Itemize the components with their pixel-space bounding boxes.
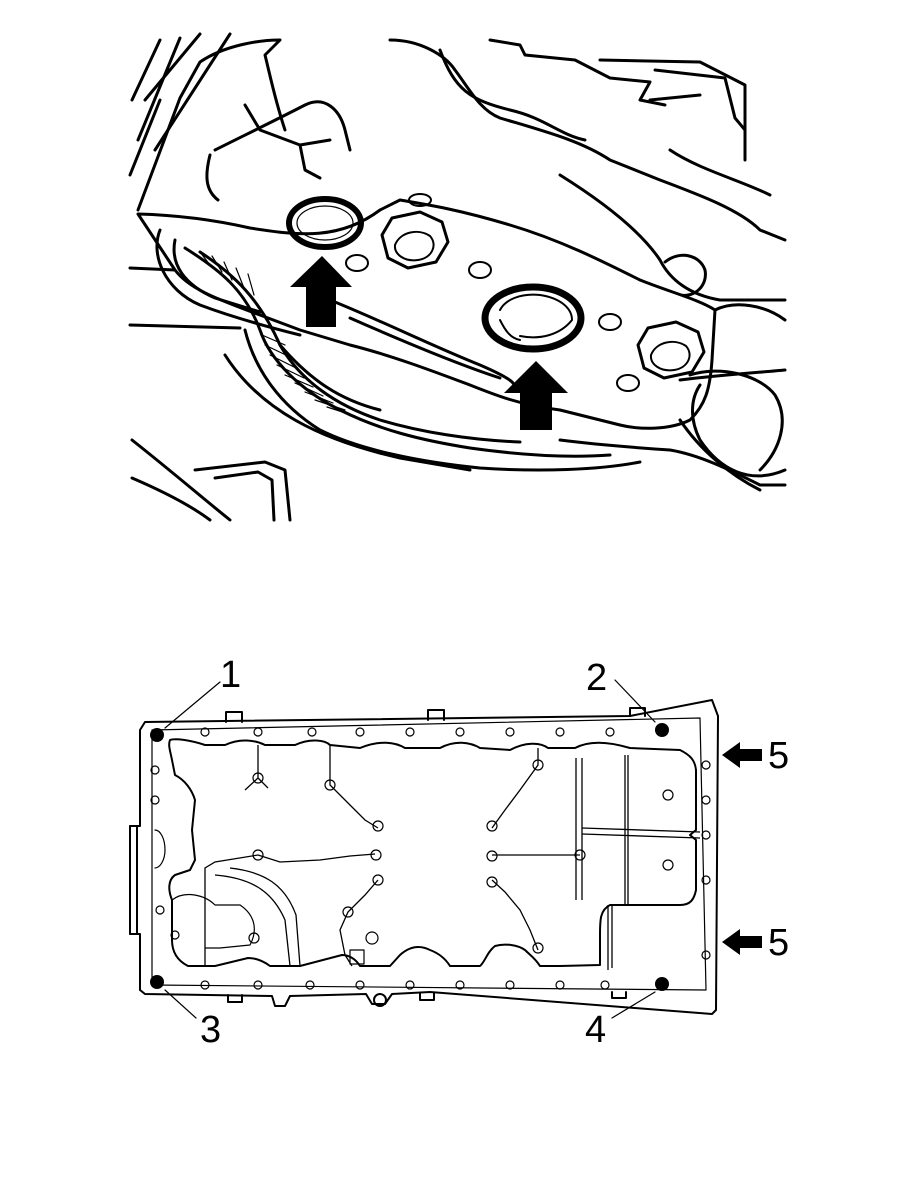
corner-bolt-3 xyxy=(150,975,164,989)
interior-bosses xyxy=(154,759,674,965)
top-illustration-engine-detail xyxy=(128,32,787,522)
arrow-icon-lower xyxy=(504,361,568,430)
callout-5-upper: 5 xyxy=(768,735,789,777)
bolt-lower xyxy=(636,320,706,380)
pan-ribs xyxy=(204,745,701,970)
arrow-icon-upper xyxy=(290,256,352,327)
corner-bolt-2 xyxy=(655,723,669,737)
callout-5-lower: 5 xyxy=(768,922,789,964)
pulley-ribs xyxy=(199,251,356,417)
arrow-icon-callout-5-upper xyxy=(722,742,762,768)
corner-bolt-1 xyxy=(150,728,164,742)
perimeter-bolt-holes xyxy=(150,727,711,990)
arrow-icon-callout-5-lower xyxy=(722,929,762,955)
corner-bolt-4 xyxy=(655,977,669,991)
callout-3: 3 xyxy=(200,1009,221,1051)
seal-ring-upper-left xyxy=(286,196,364,250)
bottom-illustration-oil-pan: 1 2 3 4 5 5 xyxy=(129,654,789,1051)
callout-2: 2 xyxy=(586,657,607,699)
seal-ring-lower-right xyxy=(481,283,585,353)
callout-1: 1 xyxy=(220,654,241,696)
bolt-upper xyxy=(380,210,450,270)
callout-4: 4 xyxy=(585,1009,606,1051)
